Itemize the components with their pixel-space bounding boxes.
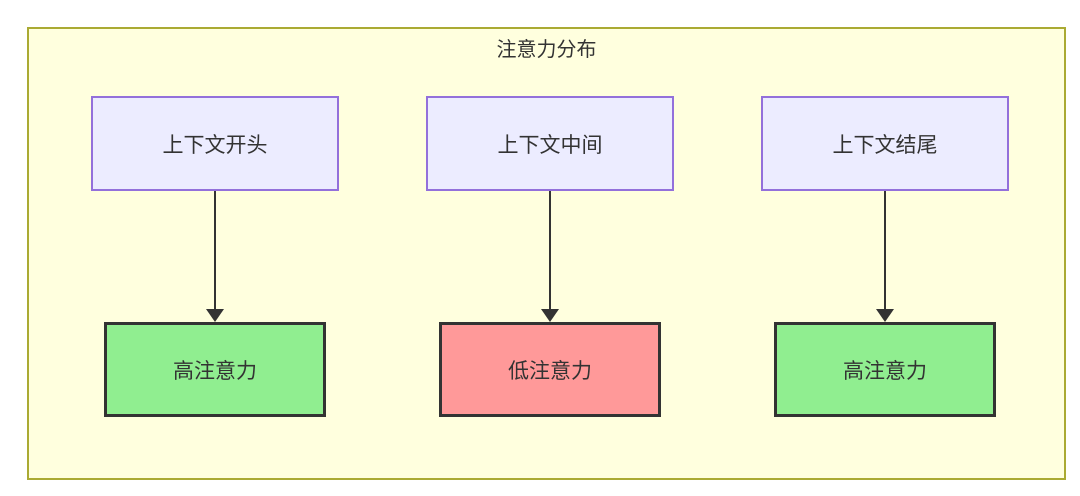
arrowhead-icon [876, 309, 894, 322]
node-context-start: 上下文开头 [91, 96, 339, 191]
arrow-shaft [549, 191, 551, 310]
arrowhead-icon [541, 309, 559, 322]
node-context-middle: 上下文中间 [426, 96, 674, 191]
node-low-attention-middle: 低注意力 [439, 322, 661, 417]
arrow-down-icon [541, 191, 559, 322]
diagram-cluster: 注意力分布 上下文开头 高注意力 上下文中间 低注意力 上下文结尾 高注意力 [27, 27, 1066, 480]
arrow-down-icon [206, 191, 224, 322]
arrow-shaft [214, 191, 216, 310]
arrow-down-icon [876, 191, 894, 322]
arrow-shaft [884, 191, 886, 310]
node-high-attention-start: 高注意力 [104, 322, 326, 417]
arrowhead-icon [206, 309, 224, 322]
node-high-attention-end: 高注意力 [774, 322, 996, 417]
node-context-end: 上下文结尾 [761, 96, 1009, 191]
diagram-title: 注意力分布 [496, 39, 597, 61]
